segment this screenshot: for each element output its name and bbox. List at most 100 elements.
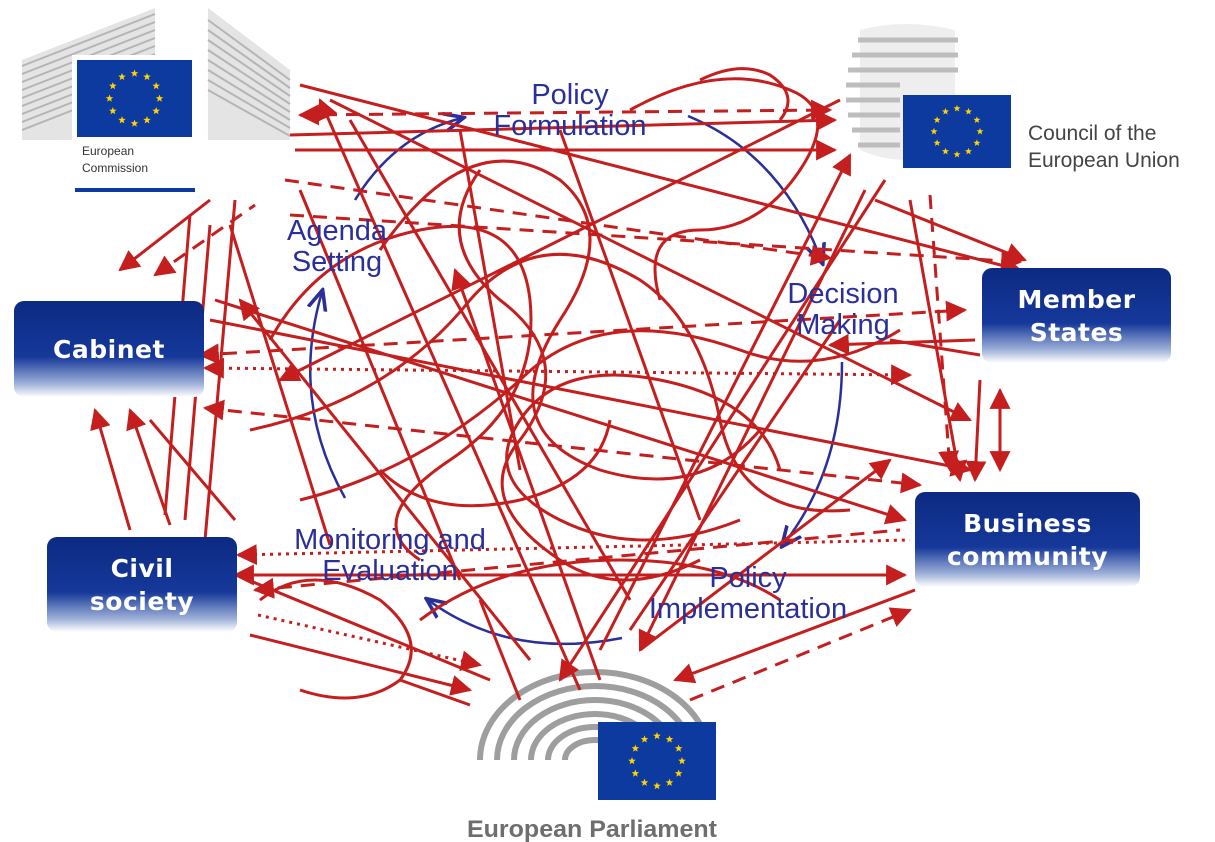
interaction-arrow <box>874 198 1027 263</box>
interaction-arrow <box>197 300 968 365</box>
eu-star-icon <box>933 116 941 123</box>
eu-star-icon <box>942 107 949 115</box>
parliament-label: European Parliament <box>467 816 717 842</box>
interaction-arrow <box>297 99 833 126</box>
stage-policy-implementation: Policy Implementation <box>648 562 848 625</box>
eu-star-icon <box>953 104 961 112</box>
eu-star-icon <box>118 72 126 81</box>
interaction-arrow <box>299 83 1023 276</box>
eu-star-icon <box>933 139 941 146</box>
eu-star-icon <box>152 107 160 115</box>
eu-star-icon <box>973 139 981 146</box>
interaction-arrow <box>214 298 908 525</box>
interaction-arrow <box>238 298 532 661</box>
eu-star-icon <box>965 107 972 115</box>
interaction-arrow <box>202 357 913 386</box>
eu-star-icon <box>976 127 984 135</box>
stage-agenda-setting: Agenda Setting <box>287 215 387 278</box>
interaction-arrow <box>126 408 172 526</box>
interaction-arrow <box>235 538 911 566</box>
eu-star-icon <box>155 94 164 102</box>
eu-star-icon <box>930 127 938 135</box>
interaction-arrow <box>249 633 473 696</box>
interaction-arrow <box>399 678 471 707</box>
eu-star-icon <box>631 769 640 777</box>
eu-star-icon <box>665 735 674 743</box>
eu-star-icon <box>973 116 981 123</box>
stage-policy-formulation: Policy Formulation <box>493 79 647 142</box>
eu-star-icon <box>631 744 640 752</box>
interaction-arrow <box>148 419 237 521</box>
eu-star-icon <box>640 778 649 786</box>
interaction-arrow <box>348 119 632 601</box>
parliament-eu-flag <box>598 722 716 800</box>
eu-star-icon <box>143 116 151 124</box>
interaction-arrow <box>558 129 702 521</box>
interaction-arrow <box>118 198 211 272</box>
actor-civil-society: Civil society <box>47 537 237 632</box>
interaction-arrow <box>202 399 923 494</box>
eu-star-icon <box>674 744 683 752</box>
interaction-arrow <box>451 268 602 681</box>
eu-star-icon <box>653 732 661 740</box>
interaction-arrow <box>252 528 901 599</box>
interaction-arrow <box>505 373 782 542</box>
interaction-arrow <box>689 607 912 702</box>
interaction-arrow <box>259 578 413 700</box>
eu-star-icon <box>109 107 117 115</box>
interaction-arrow <box>289 110 838 137</box>
eu-star-icon <box>118 116 126 124</box>
commission-label-line2: Commission <box>82 161 148 175</box>
interaction-arrow <box>228 224 332 546</box>
interaction-arrow <box>673 588 916 684</box>
interaction-arrow <box>249 252 851 513</box>
eu-star-icon <box>678 757 686 765</box>
interaction-arrow <box>639 458 892 652</box>
council-label-line1: Council of the <box>1028 122 1156 145</box>
actor-business-community: Business community <box>915 492 1140 587</box>
council-eu-flag <box>903 95 1011 168</box>
eu-star-icon <box>942 147 949 155</box>
interaction-arrow <box>318 98 582 691</box>
commission-label-line1: European <box>82 144 134 158</box>
eu-star-icon <box>965 147 972 155</box>
interaction-arrow <box>90 407 132 531</box>
eu-star-icon <box>152 82 160 90</box>
interaction-arrow <box>378 159 762 481</box>
interaction-arrow <box>628 319 842 631</box>
actor-member-states: Member States <box>982 268 1171 363</box>
interaction-arrow <box>478 599 522 701</box>
eu-star-icon <box>130 69 139 77</box>
commission-eu-flag <box>77 60 192 137</box>
interaction-arrow <box>209 318 973 477</box>
eu-star-icon <box>674 769 683 777</box>
interaction-arrow <box>889 338 981 357</box>
interaction-arrow <box>965 379 987 483</box>
interaction-arrow <box>329 98 972 422</box>
interaction-arrow <box>419 558 781 622</box>
eu-star-icon <box>109 82 117 90</box>
interaction-arrow <box>458 129 522 471</box>
interaction-arrow <box>198 557 491 682</box>
interaction-arrow <box>629 77 820 301</box>
eu-star-icon <box>130 119 139 127</box>
eu-star-icon <box>105 94 114 102</box>
interaction-arrow <box>153 203 256 277</box>
interaction-arrow <box>298 189 462 581</box>
interaction-arrow <box>378 419 612 508</box>
interaction-arrow <box>699 67 790 121</box>
stage-monitoring-evaluation: Monitoring and Evaluation <box>294 524 486 587</box>
eu-star-icon <box>665 778 674 786</box>
eu-star-icon <box>953 150 961 158</box>
interaction-arrow <box>203 199 237 541</box>
stage-decision-making: Decision Making <box>787 278 899 341</box>
interaction-arrow <box>268 224 533 562</box>
interaction-arrow <box>457 169 701 582</box>
eu-star-icon <box>628 757 636 765</box>
council-label-line2: European Union <box>1028 149 1180 172</box>
actor-cabinet: Cabinet <box>14 301 204 397</box>
eu-star-icon <box>143 72 151 81</box>
interaction-arrow <box>278 98 841 382</box>
eu-star-icon <box>653 782 661 790</box>
